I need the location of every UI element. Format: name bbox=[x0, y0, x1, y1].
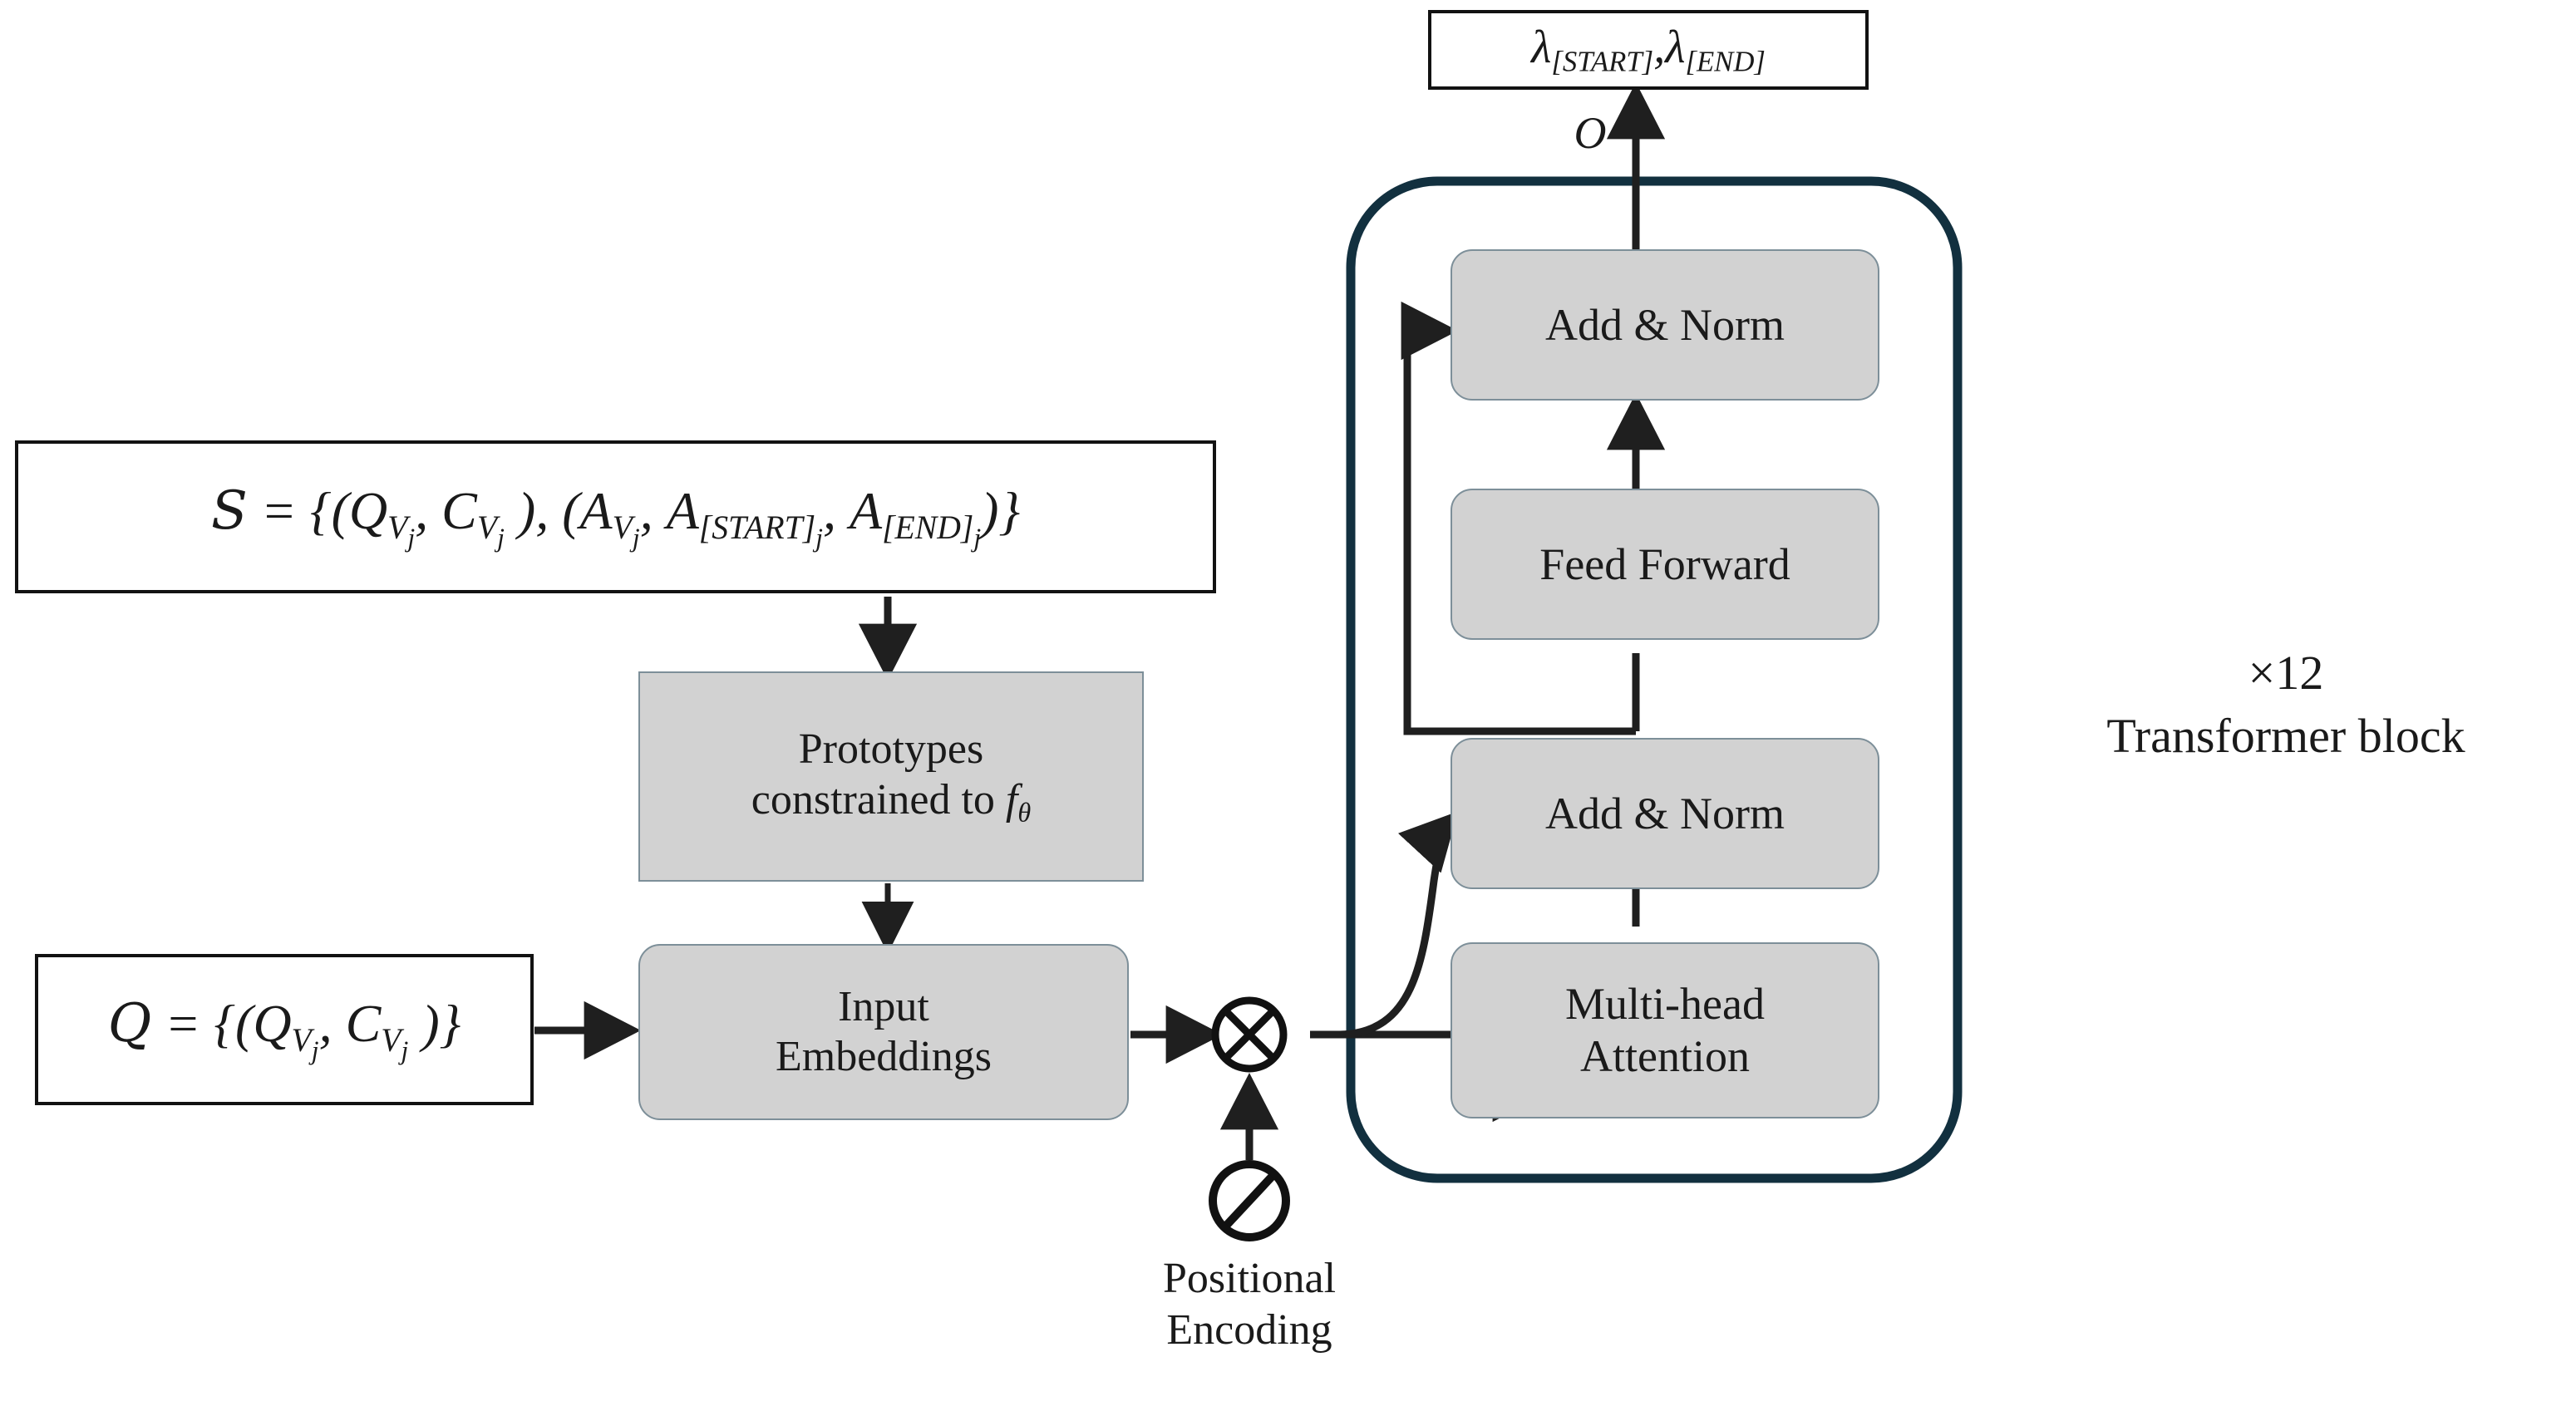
support-a-sub: V bbox=[612, 509, 633, 546]
support-equals: = bbox=[260, 480, 297, 540]
support-close-brace: } bbox=[998, 480, 1021, 540]
prototypes-f-symbol: f bbox=[1005, 775, 1018, 823]
support-a: A bbox=[579, 480, 613, 540]
lambda-separator: , bbox=[1653, 22, 1666, 74]
slashed-circle-icon bbox=[1209, 1160, 1290, 1241]
query-set-box: Q = {(QVj, CVj )} bbox=[35, 954, 534, 1105]
support-a-end-sub-sub: j bbox=[973, 523, 982, 553]
support-set-name: S bbox=[210, 479, 248, 542]
add-norm-bottom-box: Add & Norm bbox=[1451, 738, 1879, 889]
transformer-block-outline bbox=[1346, 176, 1963, 1183]
positional-encoding-line-1: Positional bbox=[1162, 1255, 1337, 1302]
lambda-end-subscript: [END] bbox=[1685, 45, 1766, 78]
residual-connection-lower bbox=[1339, 811, 1459, 1039]
query-set-equation: Q = {(QVj, CVj )} bbox=[107, 992, 461, 1065]
support-a-sub-sub: j bbox=[632, 523, 640, 553]
support-open-brace: { bbox=[309, 480, 332, 540]
query-open-brace: { bbox=[214, 993, 235, 1053]
multi-head-attention-line-2: Attention bbox=[1580, 1031, 1750, 1081]
multi-head-attention-line-1: Multi-head bbox=[1565, 979, 1765, 1030]
support-q-sub-sub: j bbox=[407, 523, 416, 553]
lambda-start-subscript: [START] bbox=[1551, 45, 1654, 78]
support-a-start-sub-sub: j bbox=[815, 523, 823, 553]
input-embeddings-box: Input Embeddings bbox=[638, 944, 1129, 1120]
query-c-sub-sub: j bbox=[401, 1035, 409, 1065]
output-lambda-box: λ[START],λ[END] bbox=[1428, 10, 1869, 90]
add-norm-top-label: Add & Norm bbox=[1545, 299, 1785, 350]
support-q: Q bbox=[348, 480, 388, 540]
query-set-name: Q bbox=[107, 992, 152, 1054]
feed-forward-label: Feed Forward bbox=[1539, 538, 1790, 589]
query-c-sub: V bbox=[381, 1021, 401, 1059]
prototypes-line-1: Prototypes bbox=[798, 725, 984, 774]
support-c-sub-sub: j bbox=[497, 523, 505, 553]
add-norm-top-box: Add & Norm bbox=[1451, 249, 1879, 401]
output-arrow-label: O bbox=[1574, 108, 1607, 158]
support-a-end: A bbox=[849, 480, 883, 540]
positional-encoding-label: Positional Encoding bbox=[1066, 1253, 1432, 1357]
add-norm-bottom-label: Add & Norm bbox=[1545, 788, 1785, 838]
support-pair1: (QVj, CVj ) bbox=[331, 480, 536, 553]
residual-connection-upper bbox=[1401, 301, 1636, 735]
query-close-brace: } bbox=[439, 993, 461, 1053]
support-a-end-sub: [END] bbox=[882, 509, 974, 546]
lambda-end-symbol: λ bbox=[1665, 22, 1686, 74]
support-q-sub: V bbox=[387, 509, 408, 546]
multi-head-attention-box: Multi-head Attention bbox=[1451, 942, 1879, 1118]
lambda-start-symbol: λ bbox=[1531, 22, 1552, 74]
prototypes-line-2: constrained to fθ bbox=[751, 775, 1031, 828]
support-pair2: (AVj, A[START]j, A[END]j) bbox=[562, 480, 999, 553]
query-equals: = bbox=[165, 993, 201, 1053]
positional-encoding-line-2: Encoding bbox=[1166, 1306, 1332, 1354]
feed-forward-box: Feed Forward bbox=[1451, 489, 1879, 640]
query-c: C bbox=[345, 993, 382, 1053]
output-lambda-expression: λ[START],λ[END] bbox=[1531, 21, 1766, 79]
query-q-sub: V bbox=[291, 1021, 312, 1059]
support-a-start: A bbox=[666, 480, 699, 540]
support-c: C bbox=[441, 480, 477, 540]
transformer-repeat-count: ×12 bbox=[2248, 646, 2324, 700]
query-q-sub-sub: j bbox=[311, 1035, 319, 1065]
input-embeddings-line-2: Embeddings bbox=[776, 1033, 992, 1080]
transformer-repeat-caption: ×12 Transformer block bbox=[2012, 644, 2560, 764]
prototypes-constrained-text: constrained to bbox=[751, 775, 1006, 823]
circled-times-icon bbox=[1211, 996, 1288, 1073]
transformer-repeat-label: Transformer block bbox=[2106, 708, 2465, 763]
prototypes-box: Prototypes constrained to fθ bbox=[638, 671, 1144, 882]
support-c-sub: V bbox=[476, 509, 498, 546]
support-a-start-sub: [START] bbox=[698, 509, 816, 546]
input-embeddings-line-1: Input bbox=[838, 982, 929, 1030]
query-q: Q bbox=[253, 993, 292, 1053]
prototypes-theta-subscript: θ bbox=[1017, 797, 1032, 828]
support-set-box: S = {(QVj, CVj ), (AVj, A[START]j, A[END… bbox=[15, 440, 1216, 593]
support-set-equation: S = {(QVj, CVj ), (AVj, A[START]j, A[END… bbox=[210, 479, 1021, 553]
